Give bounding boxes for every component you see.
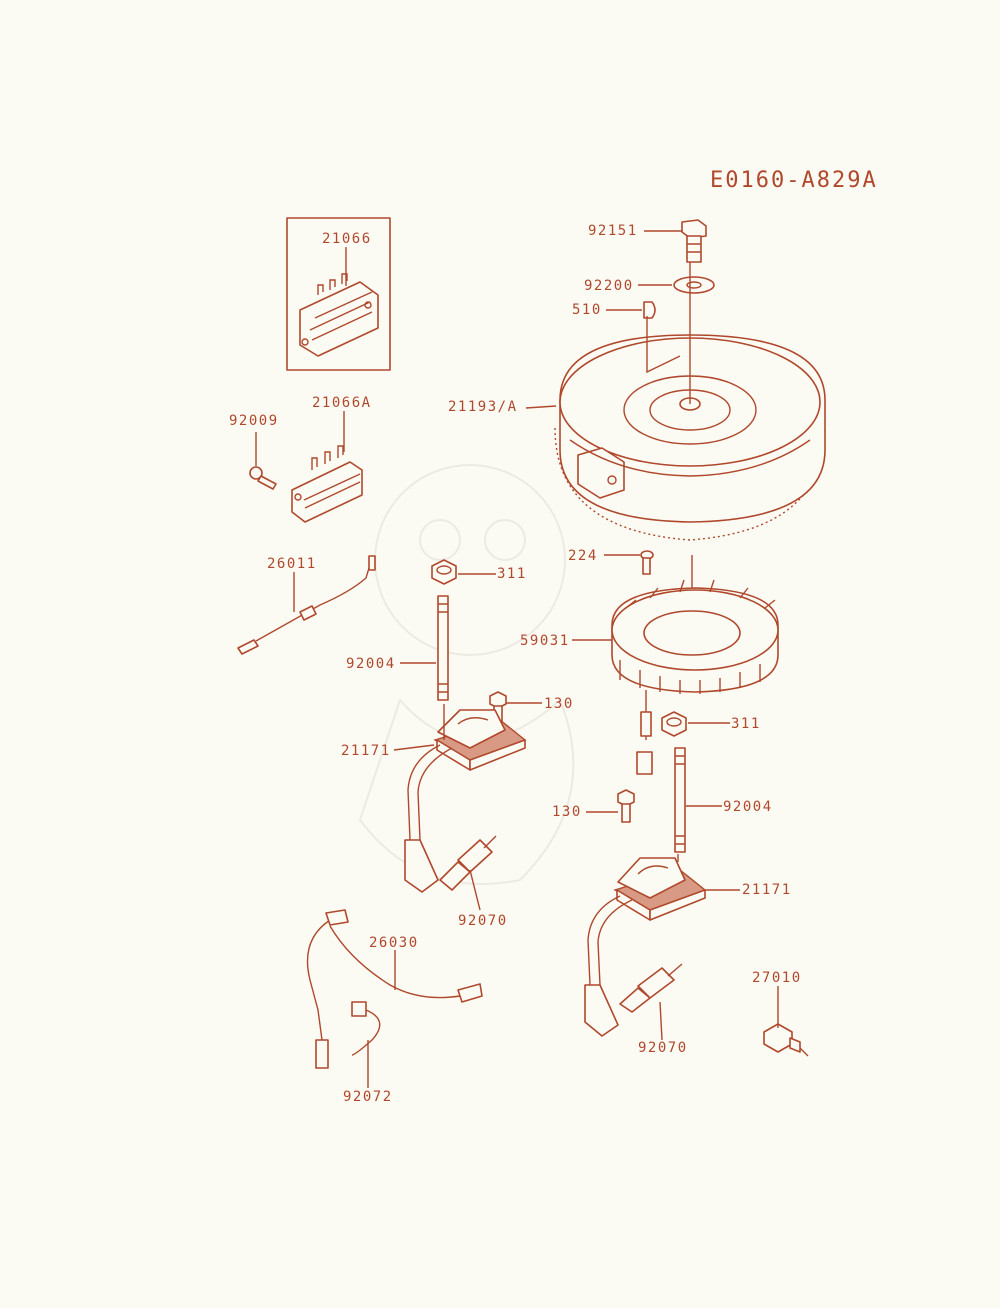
part-label: 21171 — [341, 743, 391, 759]
part-label: 26030 — [369, 935, 419, 951]
screw-224 — [640, 550, 654, 575]
nut-311-right — [661, 711, 687, 737]
watermark-graphic — [358, 464, 575, 885]
part-label: 27010 — [752, 970, 802, 986]
bolt-130-right — [617, 789, 635, 823]
part-label: 21171 — [742, 882, 792, 898]
clamp-92072 — [351, 1001, 381, 1056]
key-510 — [643, 301, 656, 319]
oil-switch-27010 — [763, 1023, 809, 1057]
harness-26030 — [306, 909, 483, 1069]
part-label: 130 — [544, 696, 574, 712]
diagram-code: E0160-A829A — [710, 168, 878, 193]
part-label: 21066 — [322, 231, 372, 247]
nut-311-left — [431, 559, 457, 585]
part-label: 92200 — [584, 278, 634, 294]
leader-lines — [255, 230, 779, 1088]
part-label: 21066A — [312, 395, 372, 411]
part-label: 92072 — [343, 1089, 393, 1105]
part-label: 92151 — [588, 223, 638, 239]
part-label: 224 — [568, 548, 598, 564]
washer-92200 — [673, 276, 715, 294]
part-label: 92070 — [458, 913, 508, 929]
stator-59031 — [611, 579, 779, 694]
regulator-21066 — [286, 217, 391, 371]
stud-92004-left — [437, 595, 449, 701]
part-label: 92004 — [346, 656, 396, 672]
bolt-92151 — [681, 219, 707, 263]
part-label: 92070 — [638, 1040, 688, 1056]
spark-plug-92070-left — [439, 835, 497, 891]
part-label: 130 — [552, 804, 582, 820]
stator-lead — [636, 690, 653, 775]
part-label: 92009 — [229, 413, 279, 429]
ignition-coil-21171-left — [404, 709, 527, 893]
part-label: 59031 — [520, 633, 570, 649]
part-label: 510 — [572, 302, 602, 318]
part-label: 21193/A — [448, 399, 518, 415]
part-label: 26011 — [267, 556, 317, 572]
spark-plug-92070-right — [619, 963, 683, 1013]
part-label: 311 — [497, 566, 527, 582]
screw-92009 — [249, 466, 277, 490]
regulator-21066A — [291, 445, 363, 523]
lead-wire-26011 — [237, 555, 376, 655]
stud-92004-right — [674, 747, 686, 853]
ignition-coil-21171-right — [584, 857, 707, 1037]
part-label: 311 — [731, 716, 761, 732]
part-label: 92004 — [723, 799, 773, 815]
